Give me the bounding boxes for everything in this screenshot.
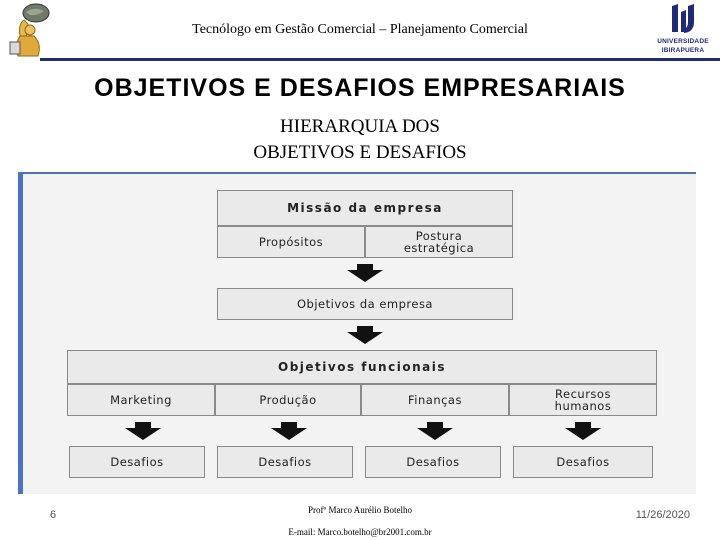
strategic-posture-line-2: estratégica <box>404 242 474 254</box>
mission-box: Missão da empresa <box>217 190 513 226</box>
university-logo-line-2: IBIRAPUERA <box>648 47 718 54</box>
down-arrow-icon <box>269 422 309 442</box>
challenges-box-marketing: Desafios <box>69 446 205 478</box>
slide-date: 11/26/2020 <box>600 509 690 521</box>
purposes-box: Propósitos <box>217 226 365 258</box>
professor-name: Profº Marco Aurélio Botelho <box>240 505 480 515</box>
function-hr-line-2: humanos <box>555 400 612 412</box>
course-title: Tecnólogo em Gestão Comercial – Planejam… <box>150 22 570 38</box>
professor-email: E-mail: Marco.botelho@br2001.com.br <box>220 527 500 537</box>
function-box-finance: Finanças <box>361 384 509 416</box>
university-logo-line-1: UNIVERSIDADE <box>648 38 718 45</box>
function-box-production: Produção <box>215 384 361 416</box>
slide-title: OBJETIVOS E DESAFIOS EMPRESARIAIS <box>0 74 720 103</box>
challenges-box-finance: Desafios <box>365 446 501 478</box>
down-arrow-icon <box>345 326 385 346</box>
slide-subtitle: HIERARQUIA DOS OBJETIVOS E DESAFIOS <box>160 114 560 166</box>
down-arrow-icon <box>123 422 163 442</box>
down-arrow-icon <box>415 422 455 442</box>
university-logo: UNIVERSIDADE IBIRAPUERA <box>648 2 718 56</box>
hierarchy-diagram: Missão da empresa Propósitos Postura est… <box>18 172 696 494</box>
university-emblem-icon <box>648 2 718 36</box>
subtitle-line-1: HIERARQUIA DOS <box>160 114 560 140</box>
challenges-box-production: Desafios <box>217 446 353 478</box>
strategic-posture-box: Postura estratégica <box>365 226 513 258</box>
course-logo-icon <box>4 2 56 58</box>
function-box-marketing: Marketing <box>67 384 215 416</box>
subtitle-line-2: OBJETIVOS E DESAFIOS <box>160 140 560 166</box>
header-divider <box>40 58 720 61</box>
functional-objectives-box: Objetivos funcionais <box>67 350 657 384</box>
down-arrow-icon <box>345 264 385 284</box>
challenges-box-human-resources: Desafios <box>513 446 653 478</box>
down-arrow-icon <box>563 422 603 442</box>
function-box-human-resources: Recursos humanos <box>509 384 657 416</box>
slide-number: 6 <box>50 509 56 521</box>
company-objectives-box: Objetivos da empresa <box>217 288 513 320</box>
